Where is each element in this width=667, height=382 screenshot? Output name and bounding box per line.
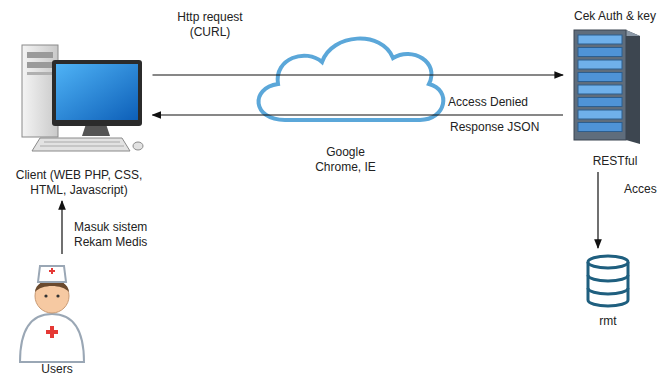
- arrow-connector: [597, 172, 598, 248]
- database-box: rmt: [578, 250, 638, 330]
- database-icon: [588, 256, 628, 306]
- server-box: Cek Auth & keyRESTful: [565, 8, 665, 170]
- node-caption: Client (WEB PHP, CSS, HTML, Javascript): [10, 167, 149, 199]
- node-caption: Google Chrome, IE: [304, 144, 388, 176]
- arrow-connector: [61, 201, 62, 254]
- node-caption: RESTful: [591, 153, 640, 170]
- edge-label: Http request (CURL): [168, 10, 252, 40]
- node-caption: Cek Auth & key: [572, 8, 658, 25]
- users-box: Users: [12, 256, 102, 378]
- cloud-box: Google Chrome, IE: [248, 28, 443, 176]
- nurse-icon: [20, 266, 84, 362]
- arrow-connector: [153, 74, 564, 75]
- computer-icon: [22, 45, 143, 151]
- note-label: Response JSON: [450, 120, 539, 135]
- node-caption: Users: [39, 361, 74, 378]
- edge-label: Acces: [624, 182, 657, 197]
- arrow-connector: [153, 114, 564, 115]
- client-box: Client (WEB PHP, CSS, HTML, Javascript): [8, 42, 151, 199]
- edge-label: Access Denied: [448, 95, 528, 110]
- cloud-shape: [259, 39, 444, 120]
- node-caption: rmt: [597, 313, 618, 330]
- server-icon: [574, 30, 640, 144]
- edge-label: Masuk sistem Rekam Medis: [74, 220, 158, 250]
